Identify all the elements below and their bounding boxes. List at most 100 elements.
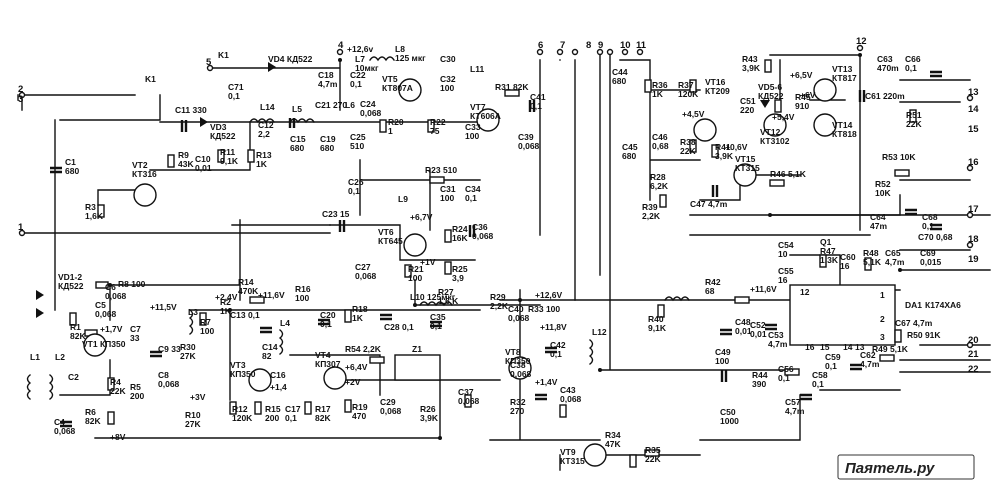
- svg-text:+12,6V: +12,6V: [535, 290, 563, 300]
- wires: [17, 51, 991, 471]
- svg-text:14: 14: [968, 104, 979, 115]
- label-c28: C28 0,1: [384, 322, 414, 332]
- label-l10: L10 125мкг: [410, 292, 456, 302]
- label-k1: K1: [145, 74, 156, 84]
- svg-text:+1V: +1V: [420, 257, 436, 267]
- label-l11: L11: [470, 64, 484, 74]
- svg-text:+11,6V: +11,6V: [750, 284, 777, 294]
- svg-text:+11,5V: +11,5V: [150, 302, 177, 312]
- label-k1b: K1: [218, 50, 229, 60]
- label-c67: C67 4,7m: [895, 318, 933, 328]
- ic-da1: DA1 К174ХА6 1 2 3 12 13 14 15 16: [789, 284, 961, 352]
- svg-text:+5,4V: +5,4V: [772, 112, 795, 122]
- label-c21: C21 270: [315, 100, 347, 110]
- watermark: Паяmель.ру: [837, 454, 975, 480]
- svg-text:+6,5V: +6,5V: [790, 70, 813, 80]
- label-l5: L5: [292, 104, 302, 114]
- svg-text:+6,4V: +6,4V: [345, 362, 368, 372]
- svg-text:Z1: Z1: [412, 344, 422, 354]
- svg-text:16: 16: [968, 157, 979, 168]
- svg-text:5: 5: [206, 57, 212, 68]
- svg-text:20: 20: [968, 335, 979, 346]
- svg-text:13: 13: [855, 342, 865, 352]
- terminal-numbers: 1 2 3 4 5 6 7 8 9 10 11 12 13 14 15 16 1…: [18, 36, 979, 375]
- svg-text:+1,4V: +1,4V: [535, 377, 558, 387]
- svg-text:10: 10: [620, 40, 631, 51]
- label-l1: L1: [30, 352, 40, 362]
- svg-text:11: 11: [636, 40, 647, 51]
- svg-text:12: 12: [856, 36, 867, 47]
- svg-text:+4,5V: +4,5V: [682, 109, 705, 119]
- svg-text:19: 19: [968, 254, 979, 265]
- label-c9: C9 33: [158, 344, 181, 354]
- label-r31: R31 82K: [495, 82, 529, 92]
- svg-text:+8V: +8V: [110, 432, 126, 442]
- svg-text:+1,4: +1,4: [270, 382, 287, 392]
- label-c61: C61 220m: [865, 91, 905, 101]
- label-r23: R23 510: [425, 165, 457, 175]
- svg-text:15: 15: [820, 342, 830, 352]
- label-l2: L2: [55, 352, 65, 362]
- svg-text:16: 16: [805, 342, 815, 352]
- svg-text:+2,4V: +2,4V: [215, 292, 238, 302]
- label-l6: L6: [345, 100, 355, 110]
- svg-text:22: 22: [968, 364, 979, 375]
- svg-text:+12,6v: +12,6v: [347, 44, 374, 54]
- svg-text:+6V: +6V: [800, 90, 816, 100]
